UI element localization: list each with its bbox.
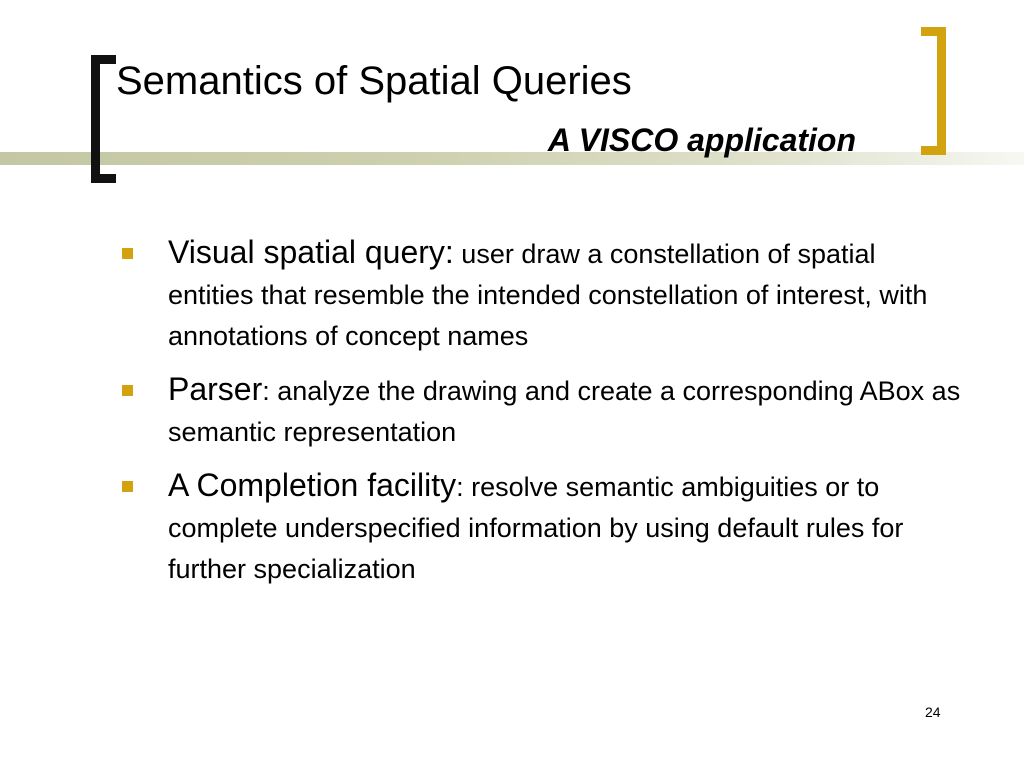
bullet-heading: Visual spatial query: bbox=[168, 234, 454, 270]
left-bracket-decoration bbox=[91, 55, 116, 183]
bullet-body: : resolve semantic ambiguities or to com… bbox=[168, 472, 904, 584]
bullet-item: Parser: analyze the drawing and create a… bbox=[118, 369, 968, 453]
square-bullet-icon bbox=[122, 385, 133, 396]
bullet-heading: Parser bbox=[168, 371, 263, 407]
page-number: 24 bbox=[925, 704, 941, 720]
bullet-heading: A Completion facility bbox=[168, 467, 457, 503]
slide-subtitle: A VISCO application bbox=[547, 122, 856, 158]
bullet-item: A Completion facility: resolve semantic … bbox=[118, 465, 968, 590]
bullet-item: Visual spatial query: user draw a conste… bbox=[118, 232, 968, 357]
bullet-body: user draw a constellation of spatial ent… bbox=[168, 239, 928, 351]
title-stripe bbox=[0, 152, 1024, 165]
right-bracket-decoration bbox=[921, 27, 946, 155]
bullet-list: Visual spatial query: user draw a conste… bbox=[118, 232, 968, 602]
square-bullet-icon bbox=[122, 481, 133, 492]
slide-title: Semantics of Spatial Queries bbox=[116, 59, 632, 103]
square-bullet-icon bbox=[122, 248, 133, 259]
bullet-body: : analyze the drawing and create a corre… bbox=[168, 376, 961, 447]
